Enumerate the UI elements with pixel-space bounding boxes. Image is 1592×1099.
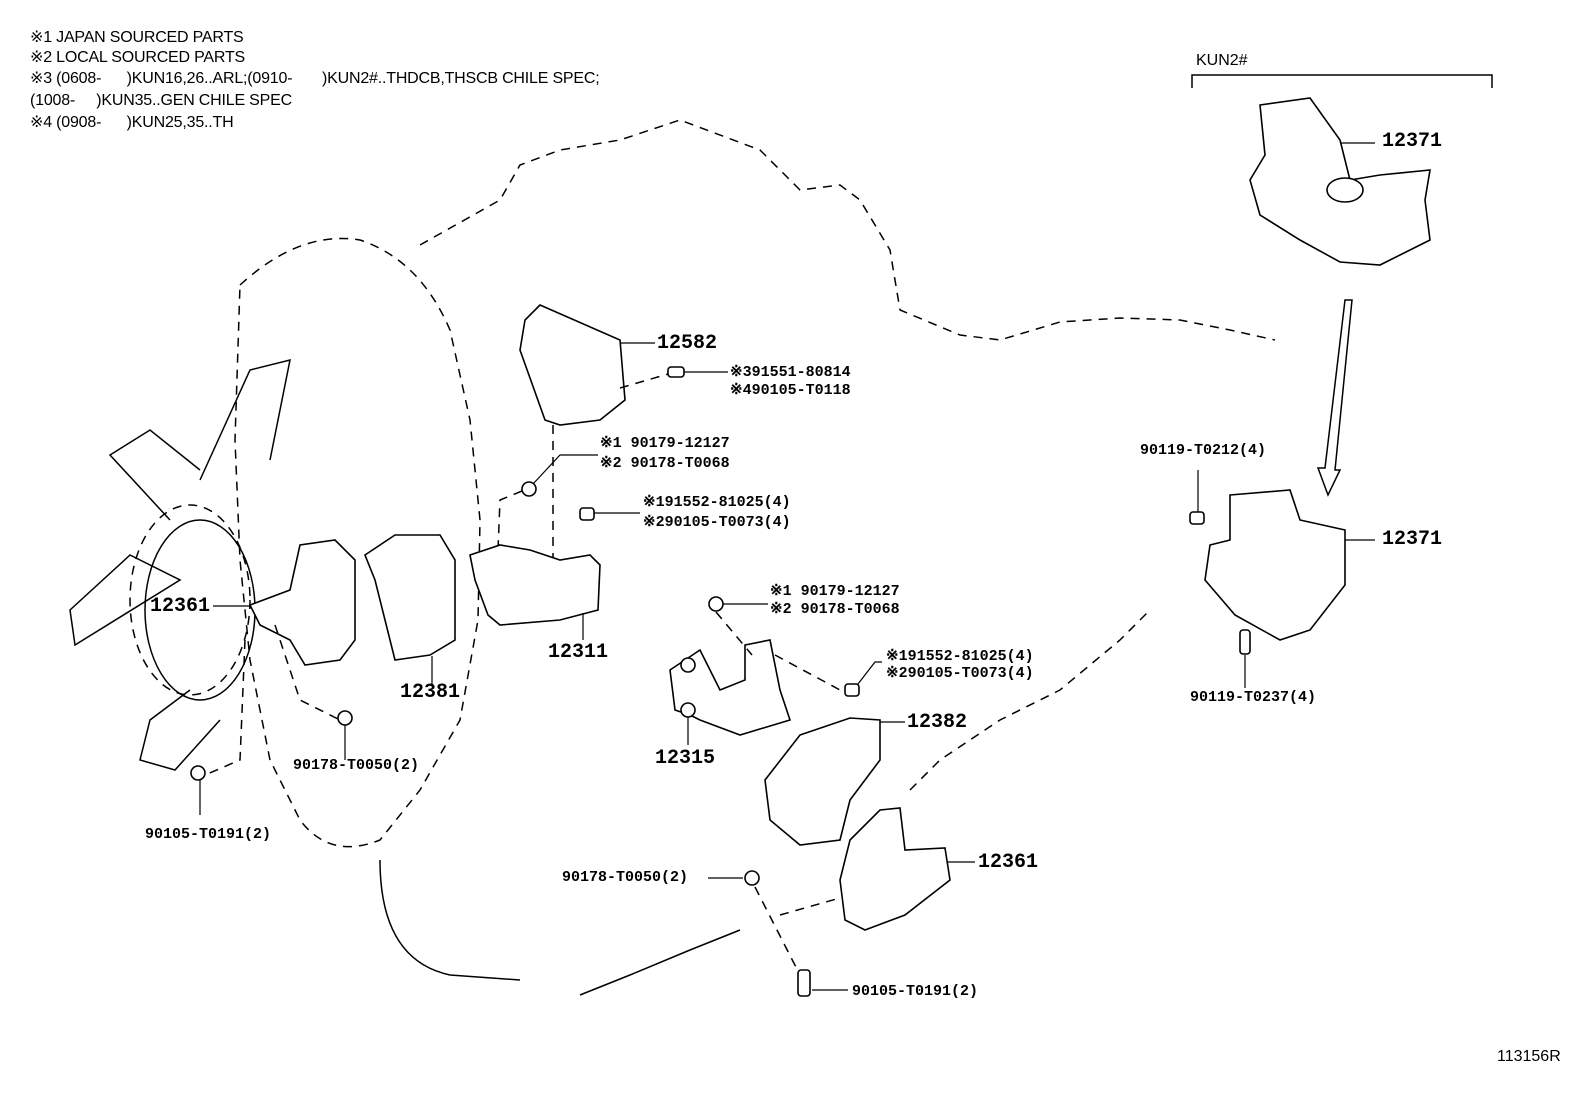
fan-blade xyxy=(69,554,182,647)
engine-outline-right xyxy=(909,609,1151,791)
fan-blade xyxy=(199,358,291,481)
note-3-applicability: ※3 (0608- )KUN16,26..ARL;(0910- )KUN2#..… xyxy=(30,70,600,87)
label-12361-right[interactable]: 12361 xyxy=(978,851,1039,874)
part-12582-shape xyxy=(519,304,626,426)
kun2-bracket-line xyxy=(1191,74,1493,88)
note-local-sourced: ※2 LOCAL SOURCED PARTS xyxy=(30,49,245,66)
fan-hub xyxy=(129,504,251,696)
label-12381[interactable]: 12381 xyxy=(400,681,461,704)
fan-blade xyxy=(108,429,201,521)
label-90179-12127[interactable]: ※1 90179-12127 xyxy=(600,435,730,452)
part-12361-right-shape xyxy=(839,807,951,931)
label-91552-81025[interactable]: ※191552-81025(4) xyxy=(643,494,791,511)
label-90178-T0068-b[interactable]: ※2 90178-T0068 xyxy=(770,601,900,618)
label-90178-T0068[interactable]: ※2 90178-T0068 xyxy=(600,455,730,472)
label-90179-12127-b[interactable]: ※1 90179-12127 xyxy=(770,583,900,600)
label-90178-T0050-right[interactable]: 90178-T0050(2) xyxy=(562,869,689,886)
label-90105-T0191-right[interactable]: 90105-T0191(2) xyxy=(852,983,979,1000)
label-12361-left[interactable]: 12361 xyxy=(150,595,211,618)
group-label-kun2: KUN2# xyxy=(1196,52,1248,69)
figure-number: 113156R xyxy=(1497,1048,1561,1065)
label-90178-T0050-left[interactable]: 90178-T0050(2) xyxy=(293,757,420,774)
label-91552-81025-b[interactable]: ※191552-81025(4) xyxy=(886,648,1034,665)
part-12311-shape xyxy=(469,544,601,626)
label-12382[interactable]: 12382 xyxy=(907,711,968,734)
fan-blade xyxy=(139,689,221,771)
engine-outline xyxy=(419,119,1276,341)
arrow-down xyxy=(1316,299,1353,497)
label-90105-T0118[interactable]: ※490105-T0118 xyxy=(730,382,851,399)
part-12381-shape xyxy=(364,534,456,661)
note-3-applicability-cont: (1008- )KUN35..GEN CHILE SPEC xyxy=(30,92,292,109)
part-12361-left-shape xyxy=(248,539,356,666)
label-91551-80814[interactable]: ※391551-80814 xyxy=(730,364,851,381)
label-12311[interactable]: 12311 xyxy=(548,641,609,664)
label-12582[interactable]: 12582 xyxy=(657,332,718,355)
label-90105-T0191-left[interactable]: 90105-T0191(2) xyxy=(145,826,272,843)
part-12382-shape xyxy=(764,717,881,846)
label-12371-bottom[interactable]: 12371 xyxy=(1382,528,1443,551)
label-90105-T0073-b[interactable]: ※290105-T0073(4) xyxy=(886,665,1034,682)
label-12315[interactable]: 12315 xyxy=(655,747,716,770)
label-12371-top[interactable]: 12371 xyxy=(1382,130,1443,153)
label-90119-T0237[interactable]: 90119-T0237(4) xyxy=(1190,689,1317,706)
label-90105-T0073[interactable]: ※290105-T0073(4) xyxy=(643,514,791,531)
engine-outline-lower xyxy=(379,859,741,996)
note-japan-sourced: ※1 JAPAN SOURCED PARTS xyxy=(30,29,244,46)
note-4-applicability: ※4 (0908- )KUN25,35..TH xyxy=(30,114,234,131)
flywheel-outline xyxy=(234,237,481,848)
part-12371-bottom-shape xyxy=(1204,489,1346,641)
label-90119-T0212[interactable]: 90119-T0212(4) xyxy=(1140,442,1267,459)
